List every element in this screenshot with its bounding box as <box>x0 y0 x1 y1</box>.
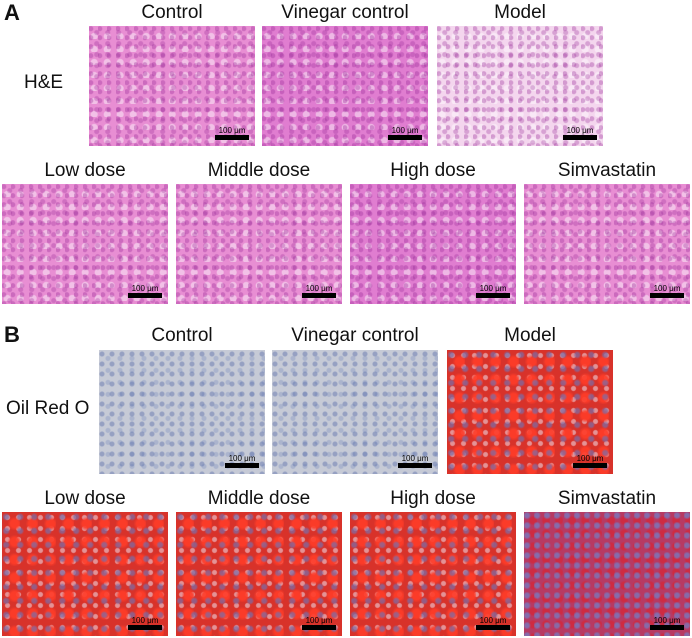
micrograph-he-simvastatin: 100 μm <box>524 184 690 304</box>
scale-bar: 100 μm <box>650 616 684 630</box>
scale-bar: 100 μm <box>398 454 432 468</box>
row-label-he: H&E <box>24 72 64 93</box>
image-title: Middle dose <box>207 160 311 181</box>
micrograph-oro-control: 100 μm <box>99 350 265 474</box>
image-title: Simvastatin <box>557 160 657 181</box>
image-title: Low dose <box>44 488 126 509</box>
scale-bar: 100 μm <box>302 616 336 630</box>
image-title: Control <box>151 325 213 346</box>
micrograph-he-model: 100 μm <box>437 26 603 146</box>
image-title: Control <box>141 2 203 23</box>
image-title: Simvastatin <box>557 488 657 509</box>
micrograph-he-high-dose: 100 μm <box>350 184 516 304</box>
micrograph-oro-high-dose: 100 μm <box>350 512 516 636</box>
image-title: Model <box>504 325 556 346</box>
panel-letter-a: A <box>4 0 20 25</box>
scale-bar: 100 μm <box>388 126 422 140</box>
scale-bar: 100 μm <box>128 616 162 630</box>
micrograph-oro-vinegar-control: 100 μm <box>272 350 438 474</box>
scale-bar: 100 μm <box>225 454 259 468</box>
micrograph-oro-model: 100 μm <box>447 350 613 474</box>
image-title: Model <box>494 2 546 23</box>
micrograph-he-vinegar-control: 100 μm <box>262 26 428 146</box>
scale-bar: 100 μm <box>302 284 336 298</box>
image-title: High dose <box>390 488 476 509</box>
panel-letter-b: B <box>4 322 20 347</box>
scale-bar: 100 μm <box>476 616 510 630</box>
micrograph-oro-simvastatin: 100 μm <box>524 512 690 636</box>
image-title: Low dose <box>44 160 126 181</box>
micrograph-he-middle-dose: 100 μm <box>176 184 342 304</box>
scale-bar: 100 μm <box>215 126 249 140</box>
scale-bar: 100 μm <box>650 284 684 298</box>
micrograph-he-low-dose: 100 μm <box>2 184 168 304</box>
image-title: High dose <box>390 160 476 181</box>
scale-bar: 100 μm <box>128 284 162 298</box>
scale-bar: 100 μm <box>563 126 597 140</box>
micrograph-oro-middle-dose: 100 μm <box>176 512 342 636</box>
row-label-oil-red-o: Oil Red O <box>6 398 90 419</box>
micrograph-he-control: 100 μm <box>89 26 255 146</box>
scale-bar: 100 μm <box>476 284 510 298</box>
image-title: Middle dose <box>207 488 311 509</box>
scale-bar: 100 μm <box>573 454 607 468</box>
image-title: Vinegar control <box>281 2 409 23</box>
micrograph-oro-low-dose: 100 μm <box>2 512 168 636</box>
image-title: Vinegar control <box>291 325 419 346</box>
